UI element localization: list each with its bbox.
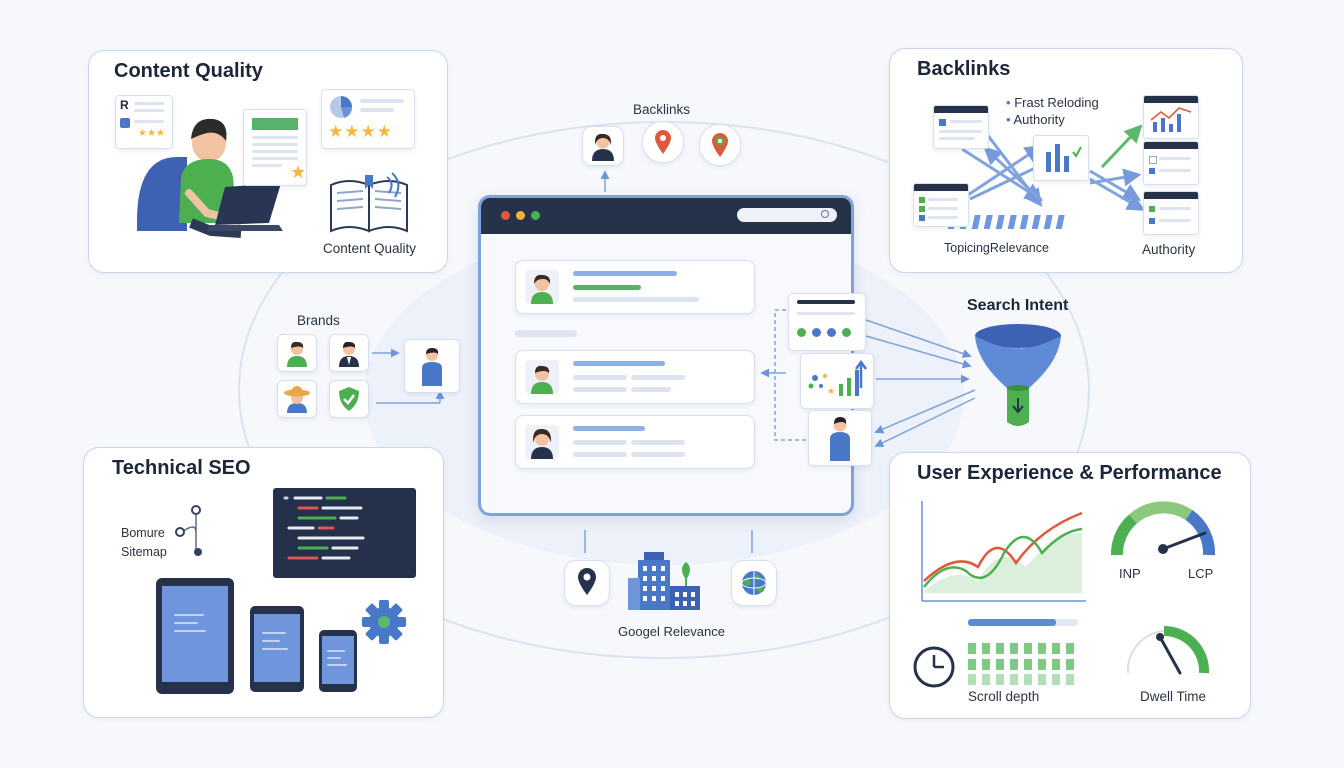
center-backlinks-label: Backlinks	[633, 102, 691, 117]
google-relevance-label: Googel Relevance	[618, 624, 725, 639]
brand-target-avatar	[404, 339, 460, 393]
backlink-avatar-card	[582, 126, 624, 166]
review-letter: R	[120, 98, 129, 112]
clock-icon	[913, 646, 955, 688]
technical-seo-title: Technical SEO	[112, 457, 251, 479]
ux-line-chart	[921, 501, 1086, 602]
sitemap-tree-icon	[175, 505, 202, 556]
topical-relevance-caption: TopicingRelevance	[944, 241, 1049, 255]
browser-search-bar[interactable]	[737, 208, 837, 222]
building-icon	[628, 552, 700, 610]
result-toolbar-card	[788, 293, 866, 351]
avatar-man-2-icon	[287, 341, 307, 367]
technical-seo-panel: Technical SEO Bomure Sitemap	[83, 447, 444, 718]
search-intent-label: Search Intent	[967, 297, 1069, 314]
shield-check-icon	[339, 387, 359, 411]
search-results-browser	[478, 195, 854, 516]
trend-chart-icon	[1150, 107, 1192, 132]
result-divider	[515, 330, 577, 337]
toolbar-icon-2	[812, 328, 821, 337]
location-pin-green-icon	[712, 133, 728, 157]
scroll-progress-bar	[968, 619, 1078, 626]
user-avatar-card	[808, 410, 872, 466]
tree-item-1: Bomure	[121, 526, 165, 540]
dwell-time-label: Dwell Time	[1140, 689, 1207, 704]
toolbar-icon-4	[842, 328, 851, 337]
search-icon	[821, 210, 829, 218]
tablet-icon	[156, 578, 234, 694]
phablet-icon	[250, 606, 304, 692]
code-lines	[283, 496, 365, 560]
brand-avatar-1	[277, 334, 317, 372]
backlink-site-3	[1143, 95, 1199, 139]
location-pin-red-icon	[655, 130, 671, 154]
writer-person-icon	[137, 118, 283, 238]
backlinks-panel: Backlinks • Frast Reloding • Authority	[889, 48, 1243, 273]
avatar-businessman-icon	[339, 341, 359, 367]
backlinks-legend-1: • Frast Reloding	[1006, 95, 1099, 110]
backlinks-title: Backlinks	[917, 58, 1011, 80]
dwell-time-gauge-icon	[1126, 625, 1210, 675]
avatar-man-icon	[525, 360, 559, 394]
inp-lcp-gauge-icon	[1111, 501, 1216, 556]
content-quality-panel: Content Quality R ★★★ ★	[88, 50, 448, 273]
scroll-depth-grid	[968, 643, 1074, 685]
avatar-woman-3-icon	[592, 133, 614, 161]
growth-chart-icon: ★	[808, 359, 868, 396]
gear-icon	[362, 600, 406, 644]
scroll-depth-label: Scroll depth	[968, 689, 1040, 704]
avatar-hat-icon	[284, 386, 310, 413]
backlink-site-1	[933, 105, 989, 149]
search-result-2[interactable]	[515, 350, 755, 404]
brands-label: Brands	[297, 313, 340, 328]
ux-performance-title: User Experience & Performance	[917, 462, 1222, 484]
search-result-1[interactable]	[515, 260, 755, 314]
check-icon	[1072, 146, 1082, 158]
tree-item-2: Sitemap	[121, 545, 167, 559]
pie-chart-icon	[330, 96, 353, 118]
browser-titlebar	[481, 198, 851, 234]
globe-icon	[741, 571, 767, 595]
avatar-man-3-icon	[422, 348, 442, 386]
document-star-icon: ★	[290, 162, 309, 182]
location-pin-card-2	[699, 124, 741, 166]
phone-icon	[319, 630, 357, 692]
avatar-man-4-icon	[830, 417, 850, 461]
avatar-woman-icon	[525, 270, 559, 304]
backlink-site-2	[913, 183, 969, 227]
rating-stars-icon: ★★★★	[328, 122, 393, 141]
content-quality-caption: Content Quality	[323, 241, 417, 256]
review-stars-icon: ★★★	[138, 128, 165, 139]
document-icon: ★	[243, 109, 307, 186]
content-quality-title: Content Quality	[114, 60, 263, 82]
brand-avatar-3	[277, 380, 317, 418]
code-editor-window	[273, 488, 416, 578]
review-card: R ★★★	[115, 95, 173, 149]
location-pin-card-1	[642, 121, 684, 163]
map-pin-icon	[578, 568, 596, 595]
search-result-3[interactable]	[515, 415, 755, 469]
avatar-woman-2-icon	[525, 425, 559, 459]
rating-card: ★★★★	[321, 89, 415, 149]
brand-avatar-2	[329, 334, 369, 372]
gauge-label-lcp: LCP	[1188, 566, 1214, 581]
backlink-site-4	[1143, 141, 1199, 185]
ux-performance-panel: User Experience & Performance INP LCP Sc…	[889, 452, 1251, 719]
growth-chart-card: ★	[800, 353, 874, 409]
authority-caption: Authority	[1142, 242, 1196, 257]
backlink-site-5	[1143, 191, 1199, 235]
open-book-icon	[330, 172, 408, 233]
backlinks-legend-2: • Authority	[1006, 112, 1065, 127]
blue-square-icon	[120, 118, 130, 128]
svg-text:★: ★	[827, 386, 835, 396]
brand-shield-card	[329, 380, 369, 418]
bottom-pin-card	[564, 560, 610, 606]
bottom-globe-card	[731, 560, 777, 606]
toolbar-icon-1	[797, 328, 806, 337]
backlink-chart-card	[1033, 135, 1089, 181]
gauge-label-inp: INP	[1119, 566, 1141, 581]
toolbar-icon-3	[827, 328, 836, 337]
funnel-icon	[975, 324, 1061, 426]
